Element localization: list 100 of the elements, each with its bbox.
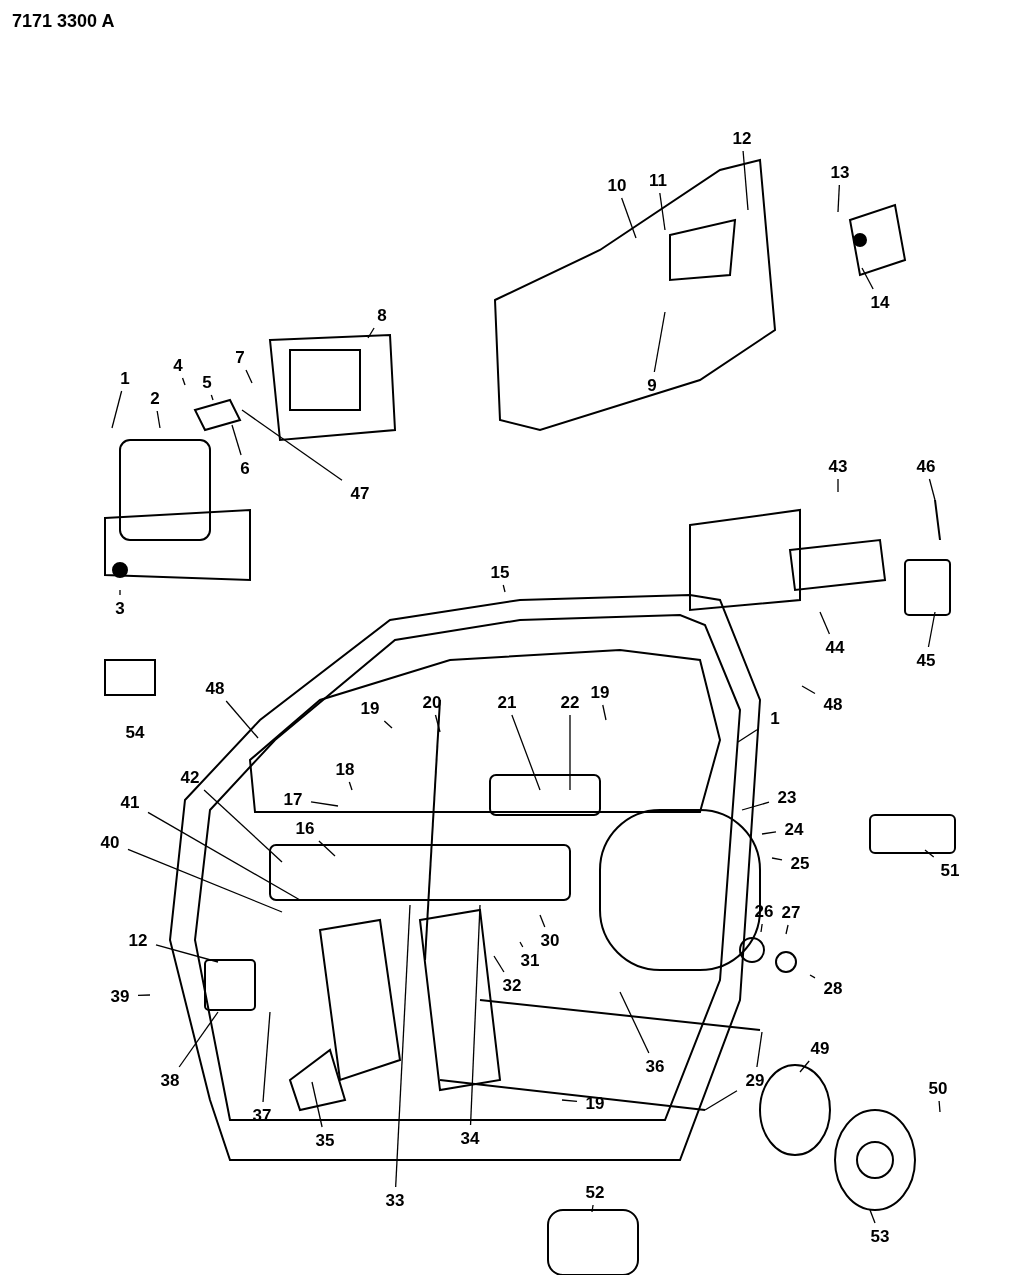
- leader-line: [311, 1081, 323, 1128]
- leader-line: [619, 991, 650, 1054]
- leader-line: [837, 184, 840, 213]
- leader-line: [318, 840, 336, 857]
- leader-line: [799, 1060, 810, 1073]
- callout-number: 7: [235, 348, 245, 366]
- leader-line: [395, 904, 411, 1188]
- callout-number: 15: [490, 563, 510, 581]
- leader-line: [156, 410, 161, 429]
- leader-line: [653, 311, 666, 373]
- callout-number: 27: [781, 903, 801, 921]
- callout-number: 16: [295, 819, 315, 837]
- leader-line: [602, 704, 607, 721]
- callout-number: 18: [335, 760, 355, 778]
- callout-number: 23: [777, 788, 797, 806]
- leader-line: [119, 589, 121, 596]
- leader-line: [809, 974, 816, 979]
- callout-number: 10: [607, 176, 627, 194]
- callout-number: 38: [160, 1071, 180, 1089]
- leader-line: [861, 267, 874, 290]
- leader-line: [561, 1099, 578, 1102]
- callout-number: 34: [460, 1129, 480, 1147]
- callout-number: 54: [125, 723, 145, 741]
- leader-line: [127, 848, 283, 913]
- callout-number: 30: [540, 931, 560, 949]
- callout-number: 1: [120, 369, 130, 387]
- leader-line: [591, 1204, 594, 1213]
- callout-number: 43: [828, 457, 848, 475]
- leader-line: [771, 857, 783, 861]
- callout-number: 35: [315, 1131, 335, 1149]
- leader-line: [819, 611, 831, 635]
- leader-line: [181, 377, 186, 386]
- leader-line: [178, 1011, 219, 1068]
- callout-number: 4: [173, 356, 183, 374]
- callout-number: 12: [732, 129, 752, 147]
- leader-line: [502, 584, 506, 593]
- callout-number: 50: [928, 1079, 948, 1097]
- leader-line: [155, 944, 219, 963]
- leader-line: [310, 801, 339, 807]
- callout-number: 17: [283, 790, 303, 808]
- leader-line: [704, 1090, 738, 1111]
- leader-line: [111, 390, 123, 429]
- callout-number: 46: [916, 457, 936, 475]
- leader-line: [210, 394, 214, 401]
- leader-line: [231, 424, 242, 456]
- leader-line: [519, 941, 524, 948]
- leader-line: [245, 369, 253, 384]
- leader-line: [924, 849, 935, 858]
- drawing-number: 7171 3300 A: [12, 12, 115, 30]
- callout-number: 52: [585, 1183, 605, 1201]
- callout-number: 48: [205, 679, 225, 697]
- callout-number: 29: [745, 1071, 765, 1089]
- callout-number: 41: [120, 793, 140, 811]
- callout-number: 21: [497, 693, 517, 711]
- callout-number: 33: [385, 1191, 405, 1209]
- callout-number: 2: [150, 389, 160, 407]
- leader-line: [742, 150, 749, 211]
- callout-number: 28: [823, 979, 843, 997]
- callout-number: 14: [870, 293, 890, 311]
- leader-line: [569, 714, 571, 791]
- leader-line: [348, 781, 353, 791]
- leader-line: [539, 914, 546, 928]
- leader-line: [869, 1209, 876, 1224]
- callout-number: 9: [647, 376, 657, 394]
- leader-line: [511, 714, 541, 791]
- leader-line: [621, 197, 637, 239]
- leader-line: [383, 720, 393, 729]
- leader-line: [137, 994, 151, 997]
- callout-number: 1: [770, 709, 780, 727]
- callout-number: 42: [180, 768, 200, 786]
- callout-number: 53: [870, 1227, 890, 1245]
- callout-number: 32: [502, 976, 522, 994]
- leader-line: [434, 714, 441, 733]
- callout-number: 11: [649, 171, 667, 189]
- leader-line: [938, 1100, 941, 1113]
- leader-line: [262, 1011, 271, 1103]
- callout-number: 36: [645, 1057, 665, 1075]
- callout-number: 19: [590, 683, 610, 701]
- leader-line: [659, 192, 666, 231]
- leader-line: [493, 955, 505, 973]
- callout-number: 3: [115, 599, 125, 617]
- callout-number: 24: [784, 820, 804, 838]
- callout-number: 19: [360, 699, 380, 717]
- callout-number: 25: [790, 854, 810, 872]
- leader-line: [928, 478, 936, 501]
- callout-number: 12: [128, 931, 148, 949]
- leader-line: [469, 904, 481, 1126]
- leader-line: [756, 1031, 763, 1068]
- callout-number: 13: [830, 163, 850, 181]
- callout-number: 31: [520, 951, 540, 969]
- callout-number: 5: [202, 373, 212, 391]
- callout-number: 45: [916, 651, 936, 669]
- leader-line: [761, 831, 777, 835]
- callout-number: 39: [110, 987, 130, 1005]
- leader-line: [927, 611, 936, 648]
- callout-number: 51: [940, 861, 960, 879]
- callout-number: 49: [810, 1039, 830, 1057]
- callout-number: 48: [823, 695, 843, 713]
- callout-number: 22: [560, 693, 580, 711]
- callout-number: 6: [240, 459, 250, 477]
